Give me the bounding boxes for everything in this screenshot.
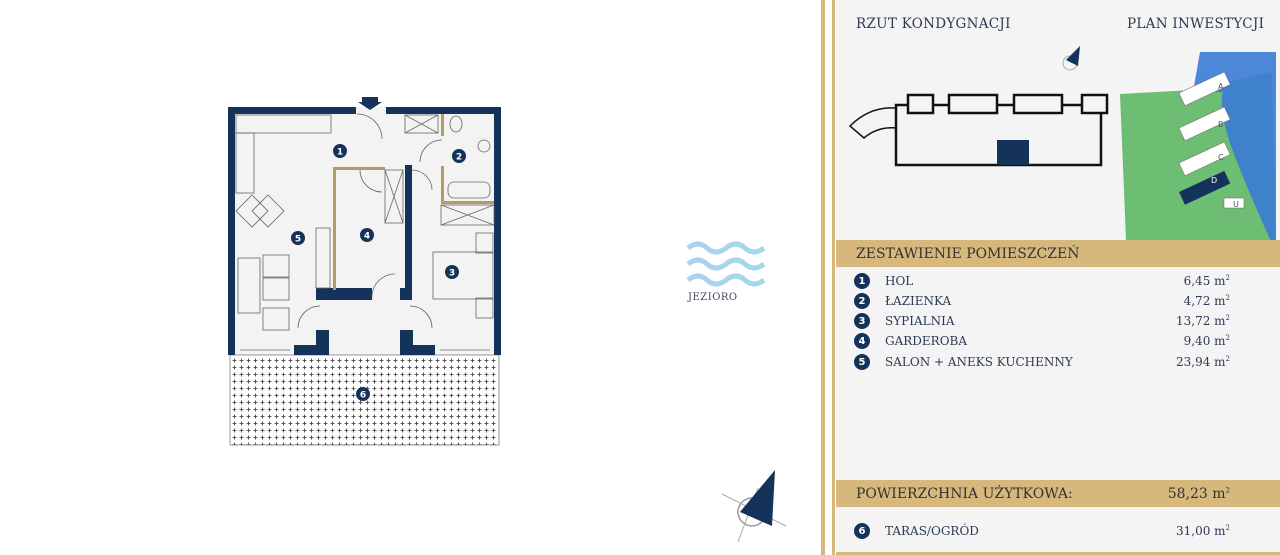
room-row: 2 ŁAZIENKA 4,72 m2 [854, 292, 1230, 310]
entry-arrow-icon [358, 97, 382, 110]
svg-text:A: A [1218, 82, 1224, 91]
room-row: 3 SYPIALNIA 13,72 m2 [854, 312, 1230, 330]
apartment-floor-plan: 1 2 3 4 5 6 [228, 97, 787, 543]
room-marker-4: 4 [360, 228, 374, 242]
divider-line [832, 0, 835, 555]
mini-compass-icon [1062, 46, 1080, 71]
info-panel: RZUT KONDYGNACJI PLAN INWESTYCJI A B [836, 0, 1280, 555]
room-marker-3: 3 [445, 265, 459, 279]
svg-text:5: 5 [295, 235, 301, 245]
usable-area-label: POWIERZCHNIA UŻYTKOWA: [856, 486, 1073, 502]
floor-overview [848, 93, 1109, 167]
svg-text:U: U [1233, 200, 1239, 209]
svg-text:1: 1 [337, 148, 343, 158]
usable-area-bar: POWIERZCHNIA UŻYTKOWA: 58,23 m2 [836, 480, 1280, 507]
terrace-row: 6 TARAS/OGRÓD 31,00 m2 [854, 522, 1230, 540]
svg-text:2: 2 [456, 153, 462, 163]
floor-plan-title: RZUT KONDYGNACJI [856, 16, 1011, 32]
investment-plan-title: PLAN INWESTYCJI [1127, 16, 1265, 32]
floor-and-site-minimaps: A B C D U [848, 46, 1276, 240]
rooms-header: ZESTAWIENIE POMIESZCZEŃ [836, 240, 1280, 267]
svg-text:3: 3 [449, 269, 455, 279]
room-row: 5 SALON + ANEKS KUCHENNY 23,94 m2 [854, 353, 1230, 371]
room-marker-2: 2 [452, 149, 466, 163]
svg-text:6: 6 [360, 391, 366, 401]
svg-text:4: 4 [364, 232, 370, 242]
outer-walls [228, 107, 501, 355]
room-marker-5: 5 [291, 231, 305, 245]
lake-waves-icon [686, 241, 766, 287]
site-plan: A B C D U [1120, 52, 1276, 240]
room-row: 4 GARDEROBA 9,40 m2 [854, 332, 1230, 350]
svg-text:D: D [1211, 176, 1217, 185]
selected-unit-highlight [997, 140, 1029, 165]
svg-text:C: C [1218, 153, 1224, 162]
room-row: 1 HOL 6,45 m2 [854, 272, 1230, 290]
lake-label: JEZIORO [688, 292, 738, 303]
room-marker-6: 6 [356, 387, 370, 401]
compass-icon [721, 470, 787, 543]
svg-text:B: B [1218, 120, 1224, 129]
divider-line [821, 0, 825, 555]
room-marker-1: 1 [333, 144, 347, 158]
inner-walls [333, 114, 494, 290]
usable-area-value: 58,23 m2 [1167, 486, 1230, 502]
furniture [235, 113, 495, 351]
